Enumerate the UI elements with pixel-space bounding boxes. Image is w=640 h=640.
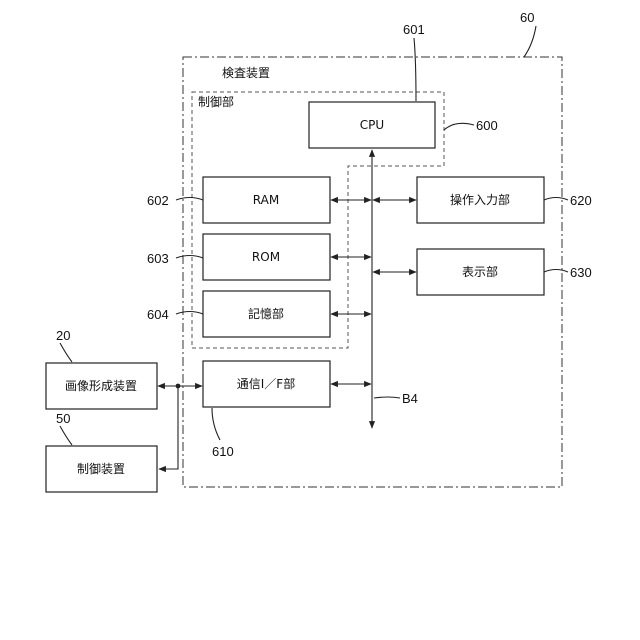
ref-60-leader	[524, 26, 536, 57]
ref-603-leader	[176, 256, 203, 259]
ref-630-leader	[544, 270, 568, 273]
ref-600: 600	[476, 118, 498, 133]
ref-50-leader	[60, 426, 72, 445]
ref-610-leader	[212, 408, 220, 440]
control-device-label: 制御装置	[77, 461, 125, 476]
ref-50: 50	[56, 411, 70, 426]
ref-20-leader	[60, 343, 72, 362]
ref-600-leader	[444, 123, 474, 130]
display-label: 表示部	[462, 264, 498, 279]
ref-601-leader	[414, 38, 416, 101]
ref-620-leader	[544, 198, 568, 201]
ref-60: 60	[520, 10, 534, 25]
inspection-device-title: 検査装置	[222, 66, 270, 80]
ref-b4-leader	[374, 397, 400, 398]
comm-if-label: 通信I／F部	[237, 376, 295, 391]
control-group-title: 制御部	[198, 94, 234, 109]
image-forming-label: 画像形成装置	[65, 379, 137, 393]
ref-602-leader	[176, 198, 203, 201]
cpu-label: CPU	[360, 118, 384, 132]
ref-604: 604	[147, 307, 169, 322]
ref-b4: B4	[402, 391, 418, 406]
ref-602: 602	[147, 193, 169, 208]
ref-601: 601	[403, 22, 425, 37]
ref-630: 630	[570, 265, 592, 280]
ref-603: 603	[147, 251, 169, 266]
rom-label: ROM	[252, 250, 280, 264]
ref-20: 20	[56, 328, 70, 343]
ref-604-leader	[176, 312, 203, 315]
ref-610: 610	[212, 444, 234, 459]
operation-input-label: 操作入力部	[450, 192, 510, 207]
ref-620: 620	[570, 193, 592, 208]
control-device-connector	[159, 386, 178, 469]
ram-label: RAM	[253, 193, 279, 207]
storage-label: 記憶部	[248, 306, 284, 321]
